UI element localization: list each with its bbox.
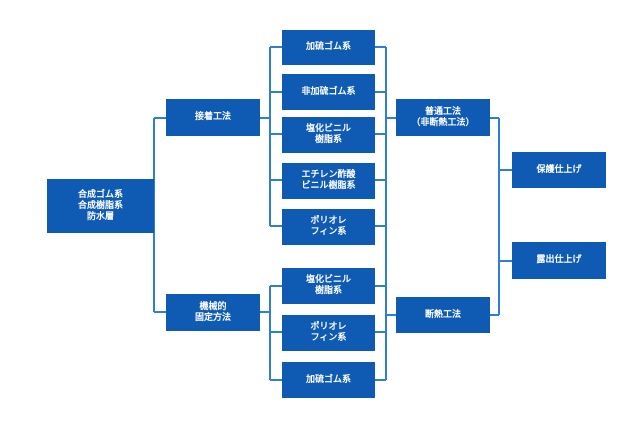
finish-box-protective: 保護仕上げ [512, 152, 606, 188]
material-box-mechanical-2: ポリオレ フィン系 [282, 315, 375, 351]
material-box-adhesive-3: 塩化ビニル 樹脂系 [282, 117, 375, 153]
material-box-adhesive-4: エチレン酢酸 ビニル樹脂系 [282, 163, 375, 199]
method-box-adhesive: 接着工法 [166, 99, 260, 136]
finish-box-exposed: 露出仕上げ [512, 242, 606, 279]
construction-box-normal: 普通工法 （非断熱工法） [396, 99, 490, 136]
method-box-mechanical-fixing: 機械的 固定方法 [166, 294, 260, 331]
material-box-mechanical-1: 塩化ビニル 樹脂系 [282, 268, 375, 304]
material-box-adhesive-5: ポリオレ フィン系 [282, 209, 375, 245]
material-box-adhesive-2: 非加硫ゴム系 [282, 74, 375, 110]
material-box-mechanical-3: 加硫ゴム系 [282, 362, 375, 398]
root-box-synthetic-waterproof-layer: 合成ゴム系 合成樹脂系 防水層 [47, 179, 154, 233]
material-box-adhesive-1: 加硫ゴム系 [282, 30, 375, 65]
construction-box-insulated: 断熱工法 [396, 297, 490, 333]
